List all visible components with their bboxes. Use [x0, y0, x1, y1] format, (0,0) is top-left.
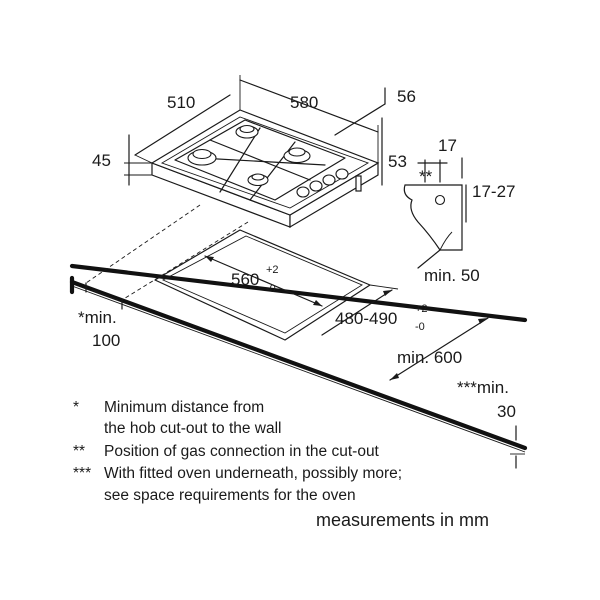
arrow-head	[478, 318, 488, 324]
worktop	[69, 263, 528, 453]
worktop-back-edge	[69, 263, 528, 323]
gas-connection-point	[434, 194, 446, 206]
label-side-min-line2: 100	[92, 331, 120, 350]
note-3-line2: see space requirements for the oven	[104, 487, 356, 504]
note-2-mark: **	[73, 443, 85, 460]
label-hob-width: 580	[290, 93, 318, 112]
control-knob	[335, 168, 349, 180]
label-hob-height: 45	[92, 151, 111, 170]
note-1-mark: *	[73, 399, 79, 416]
note-1-line2: the hob cut-out to the wall	[104, 420, 282, 437]
arrow-head	[390, 373, 399, 380]
burner-cap	[288, 147, 306, 157]
cutout-width-tol-plus: +2	[266, 264, 279, 276]
label-oven-min-line1: ***min.	[457, 378, 509, 397]
cutout-width-arrow	[204, 255, 323, 307]
pan-support-bar	[199, 157, 326, 166]
profile-outline	[403, 184, 463, 251]
hob-dimension-lines	[124, 75, 386, 186]
label-worktop-depth: min. 600	[397, 348, 462, 367]
arrow-head	[205, 256, 214, 262]
extension-line	[134, 154, 153, 164]
label-cutout-depth: 480-490	[335, 309, 397, 328]
cutout-inner-edge	[161, 235, 363, 334]
hob-plate-inner	[160, 116, 370, 209]
footnotes: * Minimum distance from the hob cut-out …	[73, 399, 402, 504]
cutout-depth-tol-minus: -0	[415, 321, 425, 333]
cutout-depth-base: 480-490	[335, 309, 397, 328]
dim-line-worktop-depth	[389, 317, 489, 381]
cutout-outline	[154, 229, 371, 341]
label-wall-clearance: min. 50	[424, 266, 480, 285]
control-knob	[322, 174, 336, 186]
cutout-depth-arrow	[321, 289, 393, 336]
pan-support-bar	[209, 139, 311, 181]
arrow-head	[383, 290, 392, 296]
note-1-line1: Minimum distance from	[104, 399, 264, 416]
label-top-offset: 56	[397, 87, 416, 106]
note-3-line1: With fitted oven underneath, possibly mo…	[104, 465, 402, 482]
connection-profile	[403, 157, 467, 269]
dim-line-580	[239, 79, 379, 133]
worktop-front-edge-lower	[71, 285, 526, 453]
worktop-front-edge	[69, 279, 528, 451]
label-connection-range: 17-27	[472, 182, 515, 201]
dim-line-510	[134, 94, 231, 156]
cutout-width-tol-minus: -0	[266, 283, 276, 295]
profile-detail	[439, 231, 453, 251]
label-gas-marker: **	[419, 167, 433, 186]
cutout-depth-tol-plus: +2	[415, 303, 428, 315]
label-connection-offset: 17	[438, 136, 457, 155]
wall-clearance-leader	[417, 249, 441, 269]
label-hob-depth: 510	[167, 93, 195, 112]
burner-cap	[239, 124, 255, 134]
label-side-min-line1: *min.	[78, 308, 117, 327]
control-knob	[296, 186, 310, 198]
units-note: measurements in mm	[316, 510, 489, 530]
burner-cap	[192, 148, 212, 160]
pan-support-outline	[174, 119, 346, 201]
dim-line-side-min	[91, 289, 119, 301]
dim-line-56-leader	[334, 103, 386, 136]
label-side-offset: 53	[388, 152, 407, 171]
label-oven-min-line2: 30	[497, 402, 516, 421]
note-3-mark: ***	[73, 465, 91, 482]
arrow-head	[313, 300, 322, 306]
projection-line	[85, 204, 201, 284]
note-2-line1: Position of gas connection in the cut-ou…	[104, 443, 380, 460]
cutout-width-base: 560	[231, 270, 259, 289]
control-knob	[309, 180, 323, 192]
gas-pipe	[355, 175, 362, 192]
label-cutout-width: 560	[231, 270, 259, 289]
hob	[150, 109, 380, 229]
cutout	[154, 229, 399, 341]
projection-line	[121, 221, 249, 301]
burner-cap	[251, 173, 265, 181]
extension-line	[369, 284, 399, 290]
